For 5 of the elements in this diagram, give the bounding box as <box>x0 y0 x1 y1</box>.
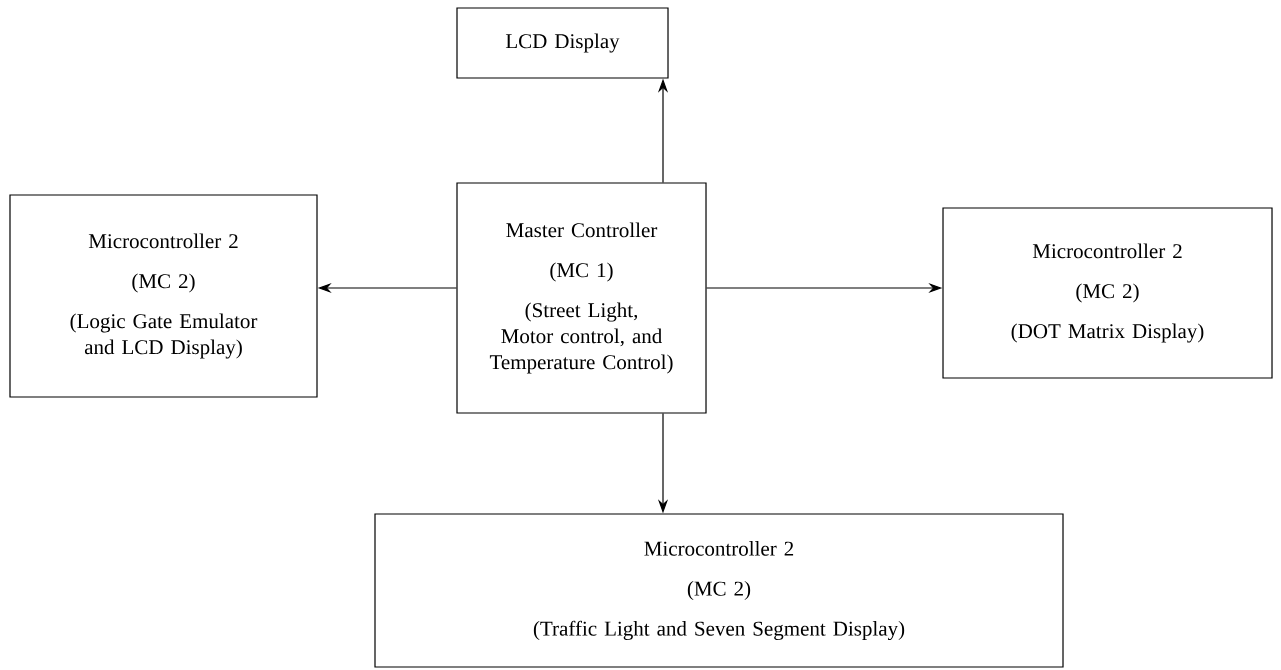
display-box: LCD Display <box>456 7 669 79</box>
controller-box: Microcontroller 2 (MC 2) (Logic Gate Emulator and LCD Display) <box>9 194 318 398</box>
controller-box: Microcontroller 2 (MC 2) (DOT Matrix Display) <box>942 207 1273 379</box>
controller-box: Microcontroller 2 (MC 2) (Traffic Light and Seven Segment Display) <box>374 513 1064 668</box>
controller-box: Master Controller (MC 1) (Street Light, Motor control, and Temperature Control) <box>456 182 707 414</box>
